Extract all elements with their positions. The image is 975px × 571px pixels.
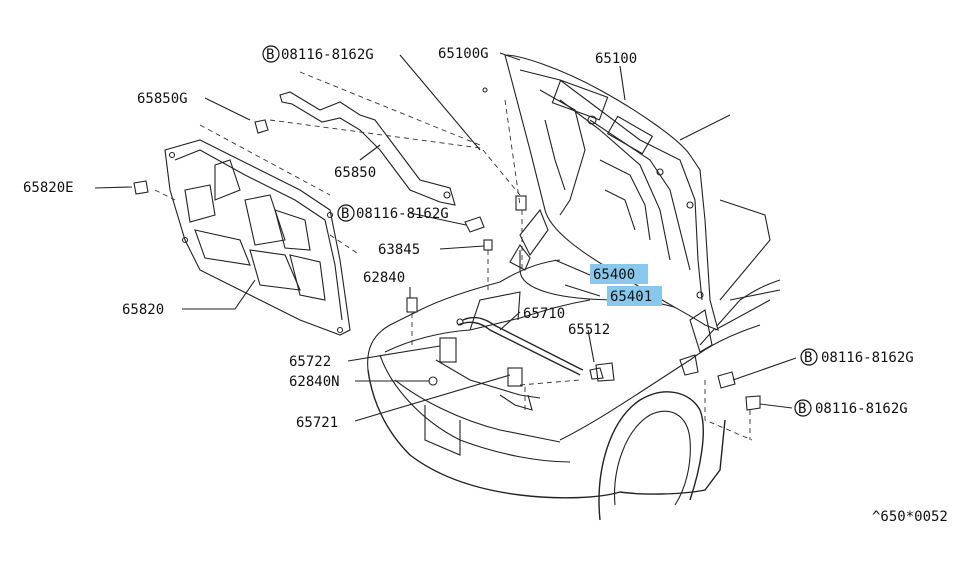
part-label-65100: 65100	[595, 51, 637, 67]
part-label-65400: 65400	[593, 267, 635, 283]
part-label-63845: 63845	[378, 242, 420, 258]
bolt-b-marker-2: B	[337, 204, 355, 222]
part-label-08116-8162g-top: 08116-8162G	[281, 47, 374, 63]
fasteners	[133, 87, 761, 411]
part-label-65721: 65721	[296, 415, 338, 431]
hood-seal-strip	[279, 91, 456, 206]
bolt-b-marker-3: B	[800, 348, 818, 366]
part-label-08116-8162g-right-lower: 08116-8162G	[815, 401, 908, 417]
hood-panel	[504, 54, 719, 376]
car-body	[367, 114, 781, 521]
part-label-65722: 65722	[289, 354, 331, 370]
part-label-65850: 65850	[334, 165, 376, 181]
highlight-65400	[590, 264, 648, 284]
diagram-footer-code: ^650*0052	[872, 509, 948, 525]
dashed-guides	[154, 71, 753, 441]
part-label-65512: 65512	[568, 322, 610, 338]
bolt-b-marker-1: B	[262, 45, 280, 63]
hood-insulator	[164, 139, 351, 336]
part-label-65401: 65401	[610, 289, 652, 305]
hood-support-rod	[456, 316, 584, 376]
part-label-65820e: 65820E	[23, 180, 74, 196]
part-label-62840n: 62840N	[289, 374, 340, 390]
part-label-65100g: 65100G	[438, 46, 489, 62]
part-label-65820: 65820	[122, 302, 164, 318]
part-label-08116-8162g-right-upper: 08116-8162G	[821, 350, 914, 366]
part-label-65850g: 65850G	[137, 91, 188, 107]
highlight-65401	[607, 286, 662, 306]
svg-text:B: B	[798, 401, 806, 417]
svg-text:B: B	[341, 206, 349, 222]
svg-text:B: B	[266, 47, 274, 63]
svg-text:B: B	[804, 350, 812, 366]
part-label-62840: 62840	[363, 270, 405, 286]
leader-lines	[94, 52, 797, 422]
bolt-b-marker-4: B	[794, 399, 812, 417]
part-label-08116-8162g-mid: 08116-8162G	[356, 206, 449, 222]
part-label-65710: 65710	[523, 306, 565, 322]
latch-assembly	[428, 337, 615, 411]
